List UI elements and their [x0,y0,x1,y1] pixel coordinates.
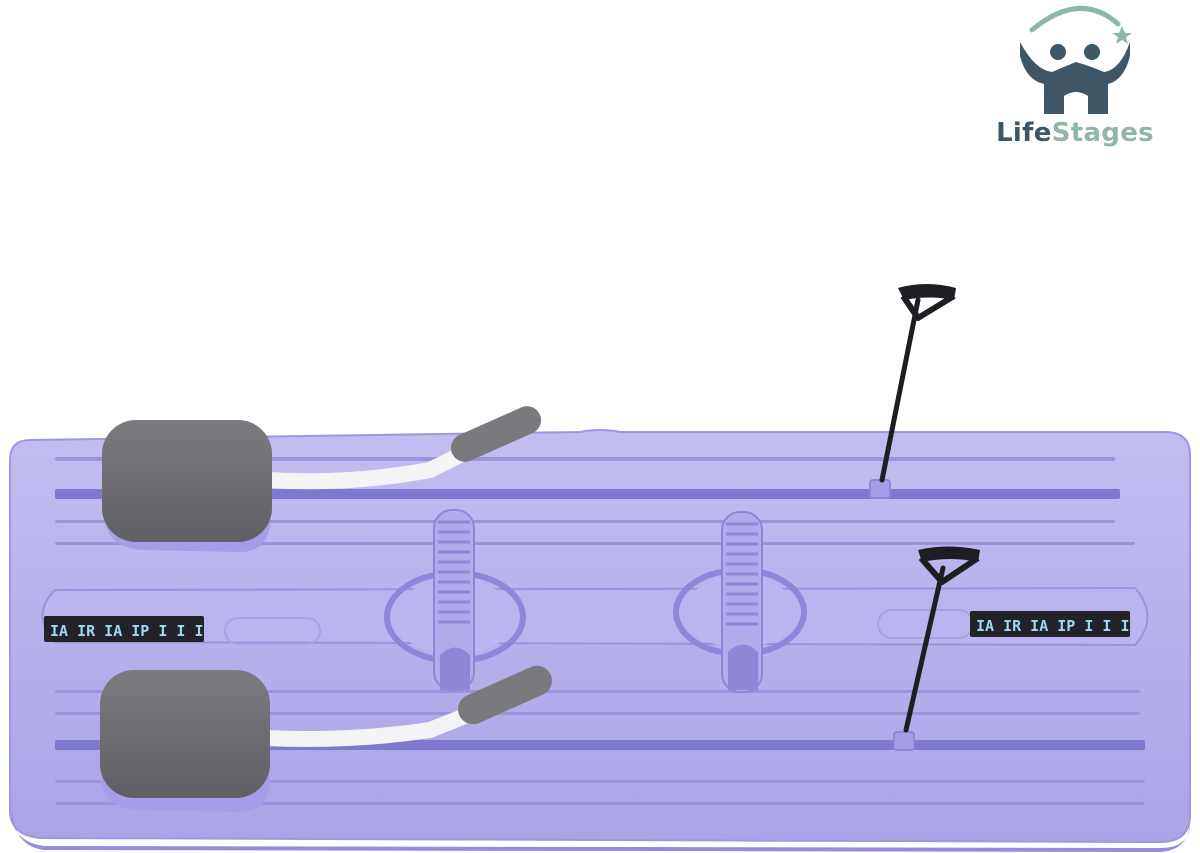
center-slot-left [224,617,321,645]
sticker-right: IA IR IA IP I I I [970,611,1130,637]
center-channel [41,586,1149,647]
pushup-grip-right [673,511,807,693]
sticker-left: IA IR IA IP I I I [44,616,204,642]
svg-text:IA IR IA IP I I I: IA IR IA IP I I I [976,617,1130,635]
brand-logo: LifeStages [980,0,1170,160]
upper-rail [55,457,1135,545]
brand-name: LifeStages [996,118,1154,148]
resistance-strap-lower [893,546,980,751]
pushup-grip-left [384,509,526,691]
resistance-strap-upper [869,284,956,499]
family-arch-icon [1020,5,1132,114]
slider-pad-lower [100,665,552,812]
slider-pad-upper [102,406,542,552]
svg-text:IA IR IA IP I I I: IA IR IA IP I I I [50,622,204,640]
